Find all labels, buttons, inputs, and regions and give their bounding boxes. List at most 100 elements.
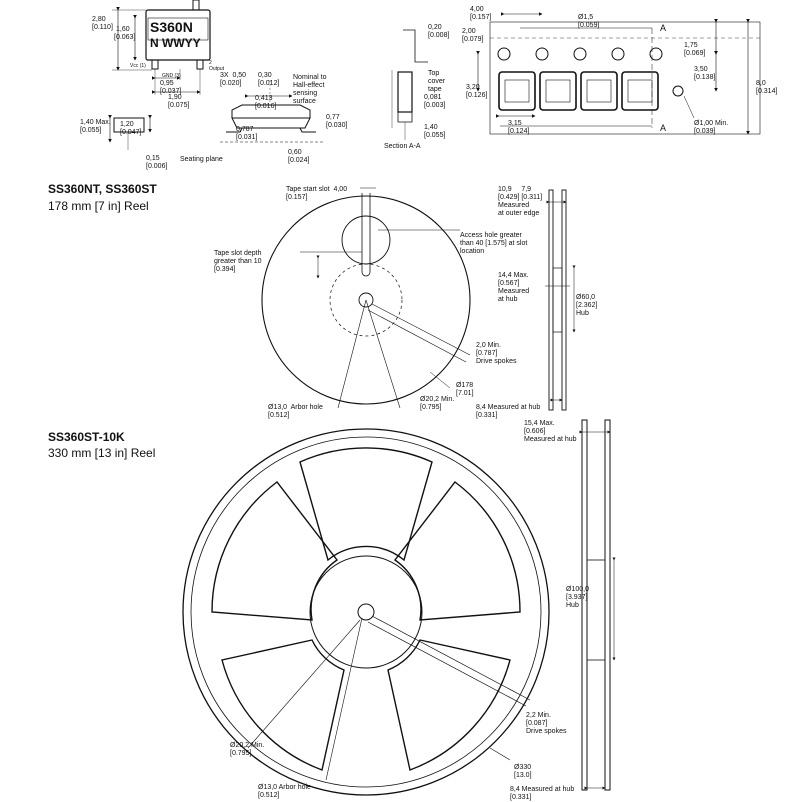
lead-gnd bbox=[196, 59, 204, 70]
dim-label: 2,00 [0.079] bbox=[462, 28, 484, 43]
reel-7in-side-flange bbox=[561, 189, 567, 411]
dim-label: 1,90 [0.075] bbox=[168, 94, 190, 109]
reel-13in-drawing bbox=[182, 419, 616, 796]
sprocket-hole bbox=[573, 47, 587, 61]
sprocket-hole bbox=[649, 47, 663, 61]
dim-label: Ø330 [13.0] bbox=[514, 764, 532, 779]
lead-left-side bbox=[226, 127, 243, 133]
lead-vcc bbox=[151, 59, 159, 70]
reel-7in-subtitle: 178 mm [7 in] Reel bbox=[48, 199, 149, 213]
tape-pocket bbox=[498, 71, 536, 111]
dim-label: 2,2 Min. [0.087] Drive spokes bbox=[526, 712, 567, 735]
dim-label: Access hole greater than 40 [1.575] at s… bbox=[460, 232, 528, 255]
reel-7in-side-flange bbox=[548, 189, 554, 411]
reel-window bbox=[211, 481, 339, 621]
package-end-view bbox=[113, 117, 145, 133]
dim-label: Ø13,0 Arbor hole [0.512] bbox=[268, 404, 323, 419]
reel-13in-flange bbox=[182, 428, 550, 796]
dim-label: 4,00 [0.157] bbox=[470, 6, 492, 21]
reel-window bbox=[221, 639, 345, 771]
sprocket-hole bbox=[535, 47, 549, 61]
pin-label-vcc: Vcc (1) bbox=[130, 63, 146, 69]
reel-13in-side-flange bbox=[604, 419, 611, 791]
marking-text-line2: N WWYY bbox=[150, 36, 201, 50]
dim-label: Ø60,0 [2.362] Hub bbox=[576, 294, 598, 317]
lead-top bbox=[192, 0, 200, 11]
dim-label: 1,40 [0.055] bbox=[424, 124, 446, 139]
dim-label: 1,60 bbox=[116, 26, 130, 33]
reel-13in-title: SS360ST-10K bbox=[48, 430, 125, 444]
dim-label: 3X 0,50 [0.020] bbox=[220, 72, 247, 87]
dim-label: 0,30 [0.012] bbox=[258, 72, 280, 87]
reel-13in-arbor-hole bbox=[357, 603, 375, 621]
dim-label: 8,0 [0.314] bbox=[756, 80, 778, 95]
sprocket-hole bbox=[497, 47, 511, 61]
tape-pocket bbox=[580, 71, 618, 111]
lead-right-side bbox=[299, 127, 316, 133]
dim-label: Tape slot depth greater than 10 [0.394] bbox=[214, 250, 262, 273]
dim-label: Ø20,2 Min. [0.795] bbox=[230, 742, 265, 757]
section-marker: A bbox=[660, 23, 667, 33]
dim-label: 14,4 Max. [0.567] Measured at hub bbox=[498, 272, 530, 303]
section-label: Section A-A bbox=[384, 143, 421, 150]
reel-13in-hub bbox=[309, 555, 423, 669]
marking-area bbox=[147, 17, 209, 41]
marking-text-line1: S360N bbox=[150, 19, 193, 35]
package-body-top-view bbox=[145, 9, 211, 61]
dim-label: Ø178 [7.01] bbox=[456, 382, 474, 397]
dim-label: 0,081 [0.003] bbox=[424, 94, 446, 109]
dim-label: 3,20 [0.126] bbox=[466, 84, 488, 99]
carrier-tape bbox=[489, 21, 761, 135]
package-side-view bbox=[231, 104, 311, 118]
reel-7in-title: SS360NT, SS360ST bbox=[48, 182, 157, 196]
dim-label: 0,413 [0.016] bbox=[255, 95, 277, 110]
dim-label: Top cover tape bbox=[428, 70, 446, 93]
dim-label: 2,0 Min. [0.787] Drive spokes bbox=[476, 342, 517, 365]
package-side-body bbox=[231, 117, 311, 129]
section-tape-outline bbox=[403, 29, 428, 63]
seating-plane-label: Seating plane bbox=[180, 156, 223, 163]
dim-label: 0,60 [0.024] bbox=[288, 149, 310, 164]
reel-13in-subtitle: 330 mm [13 in] Reel bbox=[48, 446, 156, 460]
package-drawing bbox=[108, 0, 325, 150]
dim-label: 0,77 [0.030] bbox=[326, 114, 348, 129]
dim-label: 2,80 bbox=[92, 16, 106, 23]
dim-label: 15,4 Max. [0.606] Measured at hub bbox=[524, 420, 577, 443]
section-pocket bbox=[397, 71, 413, 113]
reel-window bbox=[393, 481, 521, 621]
dim-label: [0.063] bbox=[114, 34, 136, 41]
reel-7in-side-hub bbox=[552, 267, 563, 333]
sprocket-hole bbox=[611, 47, 625, 61]
dim-label: 8,4 Measured at hub [0.331] bbox=[476, 404, 541, 419]
pin-label-gnd: GND (3) bbox=[162, 73, 181, 79]
reel-7in-arbor-hole bbox=[358, 292, 374, 308]
dim-label: 1,20 [0.047] bbox=[120, 121, 142, 136]
reel-7in-flange bbox=[261, 195, 471, 405]
dim-label: Ø100,0 [3.937] Hub bbox=[566, 586, 589, 609]
reel-7in-drawing bbox=[261, 187, 576, 411]
section-marker: A bbox=[660, 123, 667, 133]
reel-7in-access-hole bbox=[341, 215, 391, 265]
reel-7in-tape-slot bbox=[361, 193, 371, 277]
dim-label: 0,787 [0.031] bbox=[236, 126, 258, 141]
dim-label: 0,20 [0.008] bbox=[428, 24, 450, 39]
dim-label: Ø20,2 Min. [0.795] bbox=[420, 396, 455, 411]
pin-label-output: 2 Output bbox=[209, 60, 225, 72]
reel-window bbox=[387, 639, 511, 771]
tape-pocket bbox=[621, 71, 659, 111]
dim-label: 10,9 7,9 [0.429] [0.311] Measured at out… bbox=[498, 186, 543, 217]
reel-13in-side-hub bbox=[586, 559, 606, 661]
tape-pocket bbox=[539, 71, 577, 111]
dim-label: 8,4 Measured at hub [0.331] bbox=[510, 786, 575, 801]
dim-label: 3,15 [0.124] bbox=[508, 120, 530, 135]
dim-label: Nominal to Hall-effect sensing surface bbox=[293, 74, 327, 105]
dim-label: Tape start slot 4,00 [0.157] bbox=[286, 186, 348, 201]
pocket-hole bbox=[672, 85, 684, 97]
dim-label: 3,50 [0.138] bbox=[694, 66, 716, 81]
dim-label: [0.110] bbox=[92, 24, 113, 31]
dim-label: Ø13,0 Arbor hole [0.512] bbox=[258, 784, 311, 799]
reel-window bbox=[299, 447, 433, 562]
dim-label: Ø1,00 Min. [0.039] bbox=[694, 120, 729, 135]
